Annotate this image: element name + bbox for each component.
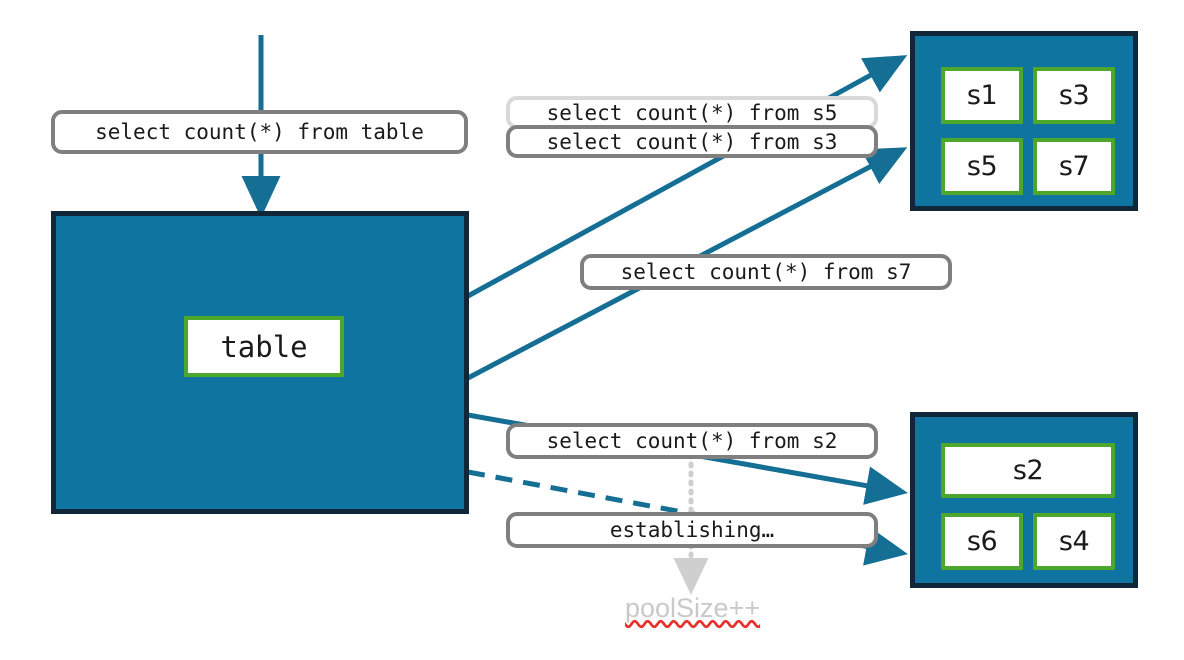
connection-pool-bottom: s2 s6 s4 [910,412,1138,588]
session-cell-s2[interactable]: s2 [941,443,1115,498]
poolsize-annotation-text: poolSize++ [625,593,761,623]
connection-pool-top: s1 s3 s5 s7 [910,31,1138,211]
status-label-establishing[interactable]: establishing… [506,512,878,548]
query-label-root[interactable]: select count(*) from table [51,110,468,154]
query-label-s7[interactable]: select count(*) from s7 [580,254,952,290]
session-cell-s1[interactable]: s1 [941,67,1023,124]
session-cell-s6[interactable]: s6 [941,513,1023,570]
poolsize-annotation: poolSize++ [625,593,760,624]
query-label-s3[interactable]: select count(*) from s3 [506,125,878,158]
session-cell-s4[interactable]: s4 [1033,513,1115,570]
session-cell-s3[interactable]: s3 [1033,67,1115,124]
session-cell-s5[interactable]: s5 [941,138,1023,195]
table-cell[interactable]: table [184,316,344,377]
query-label-s2[interactable]: select count(*) from s2 [506,423,878,459]
session-cell-s7[interactable]: s7 [1033,138,1115,195]
table-box: table [51,211,469,514]
